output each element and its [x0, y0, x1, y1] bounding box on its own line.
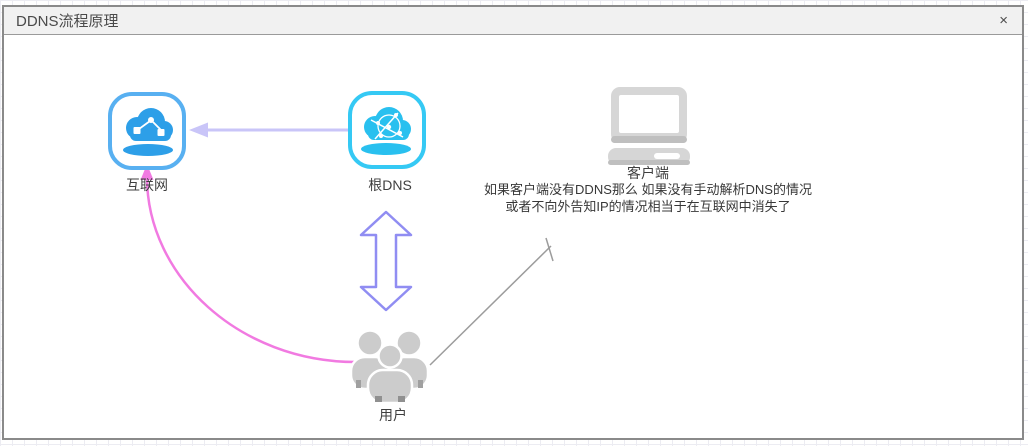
users-label: 用户: [379, 407, 407, 423]
annotation-line1: 如果客户端没有DDNS那么 如果没有手动解析DNS的情况: [484, 182, 812, 197]
curve-users-to-internet[interactable]: [140, 164, 357, 364]
diagram-svg-layer: [108, 87, 690, 405]
window-titlebar[interactable]: DDNS流程原理 ×: [4, 7, 1022, 35]
root-dns-node[interactable]: [348, 91, 426, 169]
client-label: 客户端: [627, 165, 669, 181]
client-node[interactable]: [608, 87, 690, 165]
ddns-diagram-window: DDNS流程原理 ×: [2, 5, 1024, 440]
annotation-line2: 或者不向外告知IP的情况相当于在互联网中消失了: [505, 199, 791, 214]
cloud-network-icon: [123, 108, 173, 156]
internet-node[interactable]: [108, 92, 186, 170]
computer-icon: [608, 87, 690, 165]
root-dns-label: 根DNS: [368, 177, 412, 193]
cloud-globe-icon: [361, 107, 411, 155]
close-icon[interactable]: ×: [999, 12, 1008, 29]
arrow-dns-to-internet[interactable]: [189, 122, 352, 138]
user-group-icon: [349, 329, 430, 405]
internet-label: 互联网: [126, 177, 168, 193]
client-annotation: 如果客户端没有DDNS那么 如果没有手动解析DNS的情况 或者不向外告知IP的情…: [468, 181, 828, 215]
line-users-to-client[interactable]: [429, 237, 554, 366]
users-node[interactable]: [349, 329, 430, 405]
window-title: DDNS流程原理: [16, 13, 119, 30]
diagram-body: 互联网 根DNS 客户端 用户 如果客户端没有DDNS那么 如果没有手动解析DN…: [4, 35, 1022, 437]
double-arrow-dns-users[interactable]: [359, 210, 413, 312]
